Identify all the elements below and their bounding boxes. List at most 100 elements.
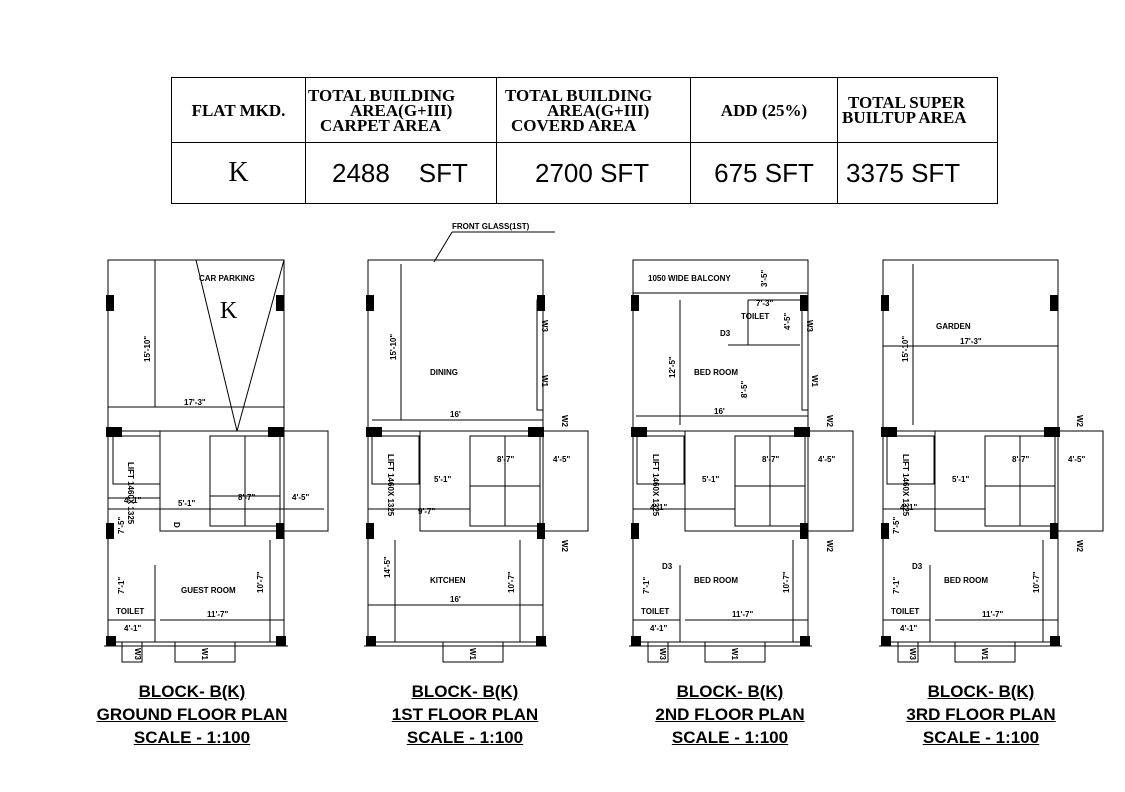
- second-dim-v-left: 12'-5": [668, 356, 677, 378]
- first-room-top: DINING: [430, 368, 458, 377]
- ground-dim-lift: 5'-1": [178, 499, 195, 508]
- first-front-glass-label: FRONT GLASS(1ST): [452, 222, 530, 231]
- second-w1-label: W1: [810, 375, 819, 388]
- first-w2-bottom-label: W2: [560, 540, 569, 553]
- first-dim-lift: 5'-1": [434, 475, 451, 484]
- third-w2-bottom-label: W2: [1075, 540, 1084, 553]
- first-floor-caption: BLOCK- B(K) 1ST FLOOR PLAN SCALE - 1:100: [391, 682, 539, 747]
- ground-dim-top-v: 15'-10": [143, 336, 152, 362]
- area-table-header-row: FLAT MKD. TOTAL BUILDING AREA(G+III) CAR…: [171, 77, 998, 143]
- header-carpet-area: TOTAL BUILDING AREA(G+III) CARPET AREA: [305, 77, 497, 143]
- first-dim-v-right: 10'-7": [507, 571, 516, 593]
- third-dim-top-v: 15'-10": [901, 336, 910, 362]
- second-toilet-top-label: TOILET: [741, 312, 769, 321]
- second-room-top: BED ROOM: [694, 368, 738, 377]
- value-covered-area: 2700 SFT: [496, 142, 691, 204]
- area-table: FLAT MKD. TOTAL BUILDING AREA(G+III) CAR…: [171, 77, 998, 204]
- second-dim-lift: 5'-1": [702, 475, 719, 484]
- third-floor-caption: BLOCK- B(K) 3RD FLOOR PLAN SCALE - 1:100: [906, 682, 1056, 747]
- second-toilet-bottom-label: TOILET: [641, 607, 669, 616]
- second-dim-left: 4'-1": [650, 503, 667, 512]
- ground-flat-mark: K: [220, 298, 238, 324]
- second-d3-top-label: D3: [720, 329, 731, 338]
- second-w1-bottom-label: W1: [730, 648, 739, 661]
- first-dim-mid: 9'-7": [418, 507, 435, 516]
- second-dim-top-w: 16': [714, 407, 725, 416]
- ground-dim-v1: 7'-5": [117, 517, 126, 534]
- value-super-builtup: 3375 SFT: [837, 142, 998, 204]
- ground-room-label: GUEST ROOM: [181, 586, 236, 595]
- ground-door-label: D: [172, 522, 181, 528]
- second-w3-label: W3: [805, 320, 814, 333]
- third-dim-right: 4'-5": [1068, 455, 1085, 464]
- header-covered-area: TOTAL BUILDING AREA(G+III) COVERD AREA: [496, 77, 691, 143]
- third-dim-toilet: 4'-1": [900, 624, 917, 633]
- ground-floor-caption: BLOCK- B(K) GROUND FLOOR PLAN SCALE - 1:…: [96, 682, 288, 747]
- header-add: ADD (25%): [690, 77, 838, 143]
- third-toilet-label: TOILET: [891, 607, 919, 616]
- ground-floor-plan: [104, 259, 329, 663]
- first-dim-right: 4'-5": [553, 455, 570, 464]
- ground-dim-left: 4'-1": [124, 496, 141, 505]
- first-w2-label: W2: [560, 415, 569, 428]
- header-flat-mkd: FLAT MKD.: [171, 77, 306, 143]
- second-dim-v-mid: 8'-5": [740, 381, 749, 398]
- ground-dim-room-h: 10'-7": [256, 571, 265, 593]
- second-balcony-label: 1050 WIDE BALCONY: [648, 274, 731, 283]
- first-dim-top-v: 15'-10": [389, 334, 398, 360]
- second-dim-right: 4'-5": [818, 455, 835, 464]
- ground-dim-right: 4'-5": [292, 493, 309, 502]
- first-w1-bottom-label: W1: [468, 648, 477, 661]
- first-w3-label: W3: [540, 320, 549, 333]
- third-d3-label: D3: [912, 562, 923, 571]
- first-w1-label: W1: [540, 375, 549, 388]
- third-dim-room-w: 11'-7": [982, 610, 1003, 619]
- ground-w1-label: W1: [200, 648, 209, 661]
- first-room-bottom: KITCHEN: [430, 576, 466, 585]
- second-floor-caption: BLOCK- B(K) 2ND FLOOR PLAN SCALE - 1:100: [655, 682, 805, 747]
- ground-dim-toilet: 4'-1": [124, 624, 141, 633]
- second-lift-label: LIFT 1460X 1325: [651, 454, 660, 517]
- ground-w3-label: W3: [133, 648, 142, 661]
- second-dim-v2: 7'-1": [642, 577, 651, 594]
- third-room-label: BED ROOM: [944, 576, 988, 585]
- second-w3-bottom-label: W3: [658, 648, 667, 661]
- second-dim-toilet: 4'-1": [650, 624, 667, 633]
- ground-toilet-label: TOILET: [116, 607, 144, 616]
- first-dim-bottom-w: 16': [450, 595, 461, 604]
- header-super-builtup: TOTAL SUPER BUILTUP AREA: [837, 77, 998, 143]
- third-dim-garden-w: 17'-3": [960, 337, 982, 346]
- second-room-bottom: BED ROOM: [694, 576, 738, 585]
- first-lift-label: LIFT 1460X 1325: [386, 454, 395, 517]
- second-w2-bottom-label: W2: [825, 540, 834, 553]
- second-bal-dim: 3'-5": [760, 270, 769, 287]
- first-dim-v-left: 14'-5": [383, 556, 392, 578]
- ground-dim-v2: 7'-1": [117, 577, 126, 594]
- ground-lift-label: LIFT 1460X 1325: [126, 462, 135, 525]
- ground-dim-stair: 8'-7": [238, 493, 255, 502]
- third-w2-top-label: W2: [1075, 415, 1084, 428]
- structural-columns: [106, 295, 1060, 646]
- area-table-value-row: K 2488 SFT 2700 SFT 675 SFT 3375 SFT: [171, 142, 998, 204]
- third-dim-v2: 7'-1": [892, 577, 901, 594]
- second-dim-toilet-w: 7'-3": [756, 299, 773, 308]
- second-dim-stair: 8'-7": [762, 455, 779, 464]
- second-d3-bottom-label: D3: [662, 562, 673, 571]
- third-lift-label: LIFT 1460X 1325: [901, 454, 910, 517]
- first-dim-stair: 8'-7": [497, 455, 514, 464]
- third-w3-label: W3: [908, 648, 917, 661]
- ground-dim-room-w: 11'-7": [207, 610, 228, 619]
- third-w1-label: W1: [980, 648, 989, 661]
- third-garden-label: GARDEN: [936, 322, 971, 331]
- second-dim-toilet-h: 4'-5": [783, 313, 792, 330]
- ground-car-parking-label: CAR PARKING: [199, 274, 255, 283]
- third-dim-lift: 5'-1": [952, 475, 969, 484]
- second-dim-room-w: 11'-7": [732, 610, 753, 619]
- third-dim-room-h: 10'-7": [1032, 571, 1041, 593]
- second-w2-label: W2: [825, 415, 834, 428]
- ground-dim-width: 17'-3": [184, 398, 206, 407]
- first-floor-plan: [364, 231, 589, 663]
- second-floor-plan: [629, 259, 854, 663]
- third-dim-left: 4'-1": [900, 503, 917, 512]
